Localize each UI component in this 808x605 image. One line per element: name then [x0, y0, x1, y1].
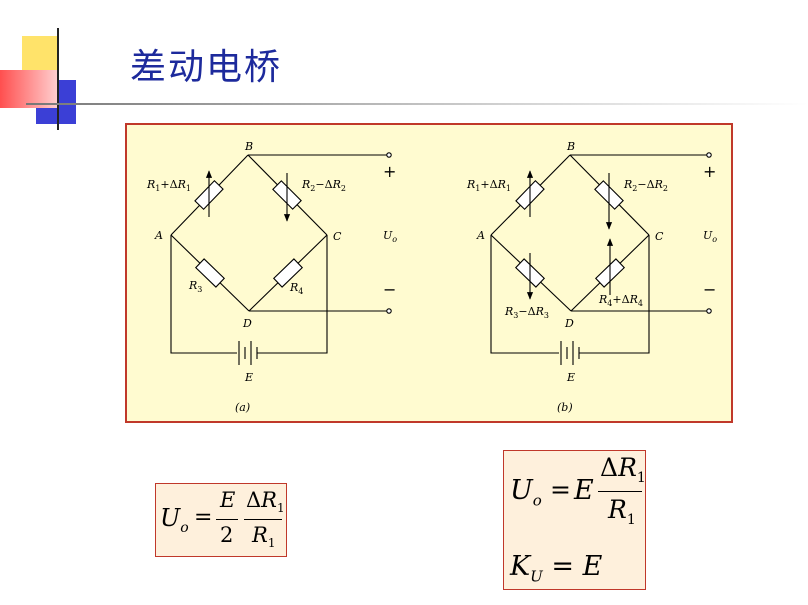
resistor-r4-a	[272, 258, 304, 288]
decor-red-gradient	[0, 70, 58, 108]
label-r4-a: R4	[289, 281, 303, 296]
plus-sign-b: +	[703, 162, 716, 181]
formula-eq: =	[550, 475, 571, 504]
label-r3-b: R3−ΔR3	[504, 305, 549, 320]
output-label-b: Uo	[703, 229, 717, 244]
node-label-d-b: D	[564, 317, 574, 330]
decor-horizontal-line	[26, 103, 808, 105]
terminal-minus-b	[706, 308, 712, 314]
formula-sensitivity: KU = E	[510, 551, 603, 586]
node-label-a-b: A	[476, 229, 485, 242]
label-r2-a: R2−ΔR2	[301, 178, 346, 193]
battery-b	[560, 341, 580, 365]
formula-den: R1	[608, 495, 636, 528]
bridge-diagram: B A C D E R1+ΔR1 R2−ΔR2 R3 R4 Uo (a) + −…	[146, 140, 717, 414]
wire-supply-b	[490, 235, 650, 354]
node-label-b-a: B	[244, 140, 253, 153]
formula-half-bridge: Uo = E ΔR1 R1 KU = E	[503, 450, 646, 590]
formula-lhs: Uo	[160, 504, 189, 536]
caption-a: (a)	[235, 401, 250, 414]
wire-supply-a	[170, 235, 328, 354]
caption-b: (b)	[557, 401, 573, 414]
label-r1-a: R1+ΔR1	[146, 178, 191, 193]
label-r2-b: R2−ΔR2	[623, 178, 668, 193]
formula-num2: Δ1R1	[246, 488, 285, 516]
formula-lhs: Uo	[510, 475, 542, 510]
label-r3-a: R3	[188, 279, 202, 294]
circuit-a	[170, 152, 392, 365]
formula-num1: E	[220, 488, 236, 512]
node-label-b-b: B	[566, 140, 575, 153]
formula-coef: E	[574, 475, 594, 506]
terminal-plus-a	[386, 152, 392, 158]
resistor-r3-a	[194, 258, 226, 288]
node-label-a-a: A	[154, 229, 163, 242]
node-label-c-a: C	[333, 230, 342, 243]
fraction-bar-2	[244, 519, 282, 520]
node-label-d-a: D	[242, 317, 252, 330]
formula-single-arm: Uo = E 2 Δ1R1 R1	[155, 483, 287, 557]
battery-a	[238, 341, 258, 365]
node-label-c-b: C	[655, 230, 664, 243]
output-label-a: Uo	[383, 229, 397, 244]
fraction-bar	[598, 491, 642, 492]
formula-den2: R1	[252, 523, 276, 551]
terminal-plus-b	[706, 152, 712, 158]
minus-sign-b: −	[703, 280, 716, 299]
fraction-bar-1	[216, 519, 238, 520]
decor-yellow-square	[22, 36, 58, 72]
circuit-b	[490, 152, 712, 365]
decor-vertical-line	[57, 28, 59, 130]
minus-sign-a: −	[383, 280, 396, 299]
label-r4-b: R4+ΔR4	[598, 293, 643, 308]
formula-num: ΔR1	[600, 453, 646, 486]
terminal-minus-a	[386, 308, 392, 314]
diagram-panel: B A C D E R1+ΔR1 R2−ΔR2 R3 R4 Uo (a) + −…	[125, 123, 733, 423]
node-label-e-a: E	[244, 371, 253, 384]
page-title: 差动电桥	[130, 47, 283, 88]
formula-den1: 2	[220, 523, 234, 547]
node-label-e-b: E	[566, 371, 575, 384]
formula-eq: =	[194, 505, 213, 530]
label-r1-b: R1+ΔR1	[466, 178, 511, 193]
plus-sign-a: +	[383, 162, 396, 181]
